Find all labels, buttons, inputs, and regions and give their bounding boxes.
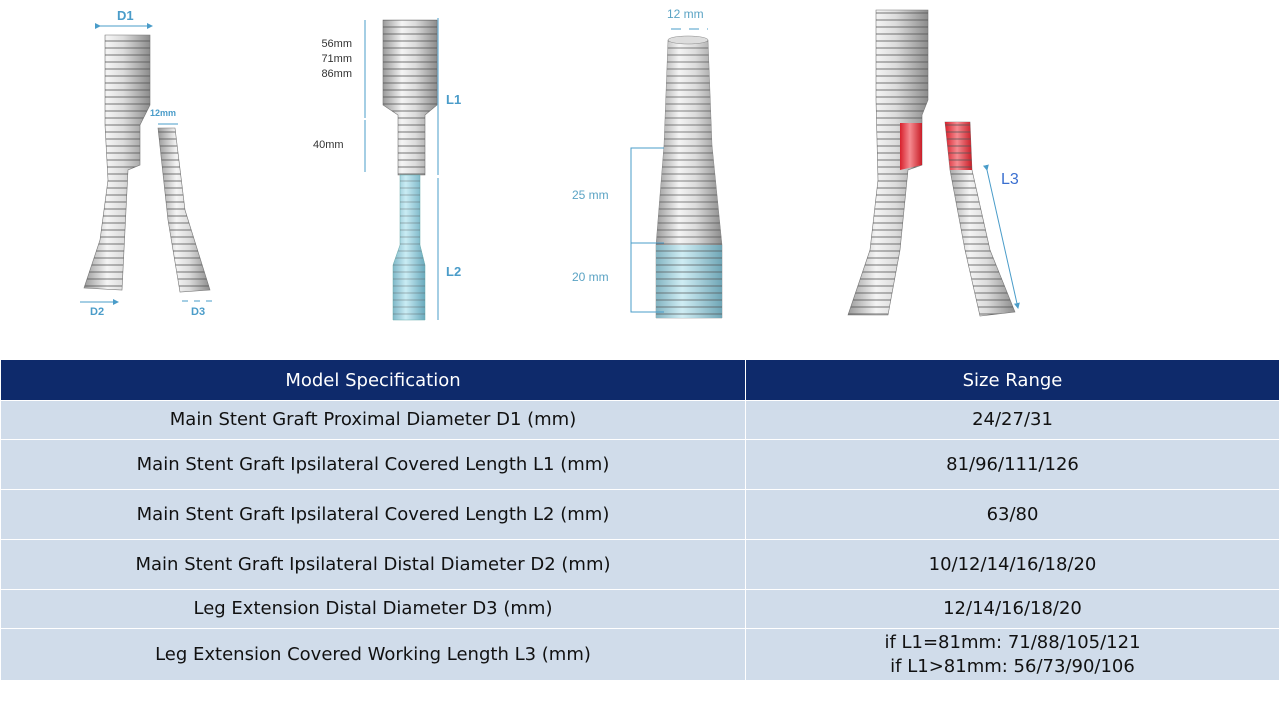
l1-label: L1 — [446, 92, 462, 107]
length-86: 86mm — [321, 68, 352, 80]
specification-table: Model Specification Size Range Main Sten… — [0, 359, 1280, 681]
spec-cell: Main Stent Graft Ipsilateral Covered Len… — [0, 489, 746, 540]
table-row: Leg Extension Covered Working Length L3 … — [0, 628, 1280, 681]
stent-graft-figures: D1 12mm D2 D3 56mm 71mm 86mm 40mm L1 L2 … — [0, 0, 1280, 355]
range-line-l1-over-81: if L1>81mm: 56/73/90/106 — [890, 655, 1135, 677]
range-cell: if L1=81mm: 71/88/105/121 if L1>81mm: 56… — [745, 628, 1280, 681]
figure-1-main-graft-and-leg — [80, 23, 215, 305]
column-header-range: Size Range — [745, 359, 1280, 401]
figure-3-tapered-leg — [630, 28, 723, 319]
d2-label: D2 — [90, 306, 105, 318]
column-header-spec: Model Specification — [0, 359, 746, 401]
range-cell: 81/96/111/126 — [745, 439, 1280, 490]
table-row: Main Stent Graft Proximal Diameter D1 (m… — [0, 400, 1280, 440]
table-row: Main Stent Graft Ipsilateral Covered Len… — [0, 439, 1280, 490]
length-20mm: 20 mm — [572, 270, 609, 284]
l2-label: L2 — [446, 264, 462, 279]
length-71: 71mm — [321, 53, 352, 65]
d3-label: D3 — [191, 306, 206, 318]
table-header-row: Model Specification Size Range — [0, 359, 1280, 401]
table-row: Main Stent Graft Ipsilateral Distal Diam… — [0, 539, 1280, 590]
stent-graft-illustrations — [80, 9, 1020, 321]
spec-cell: Main Stent Graft Ipsilateral Distal Diam… — [0, 539, 746, 590]
leg-top-diameter-label: 12mm — [150, 108, 177, 118]
range-cell: 10/12/14/16/18/20 — [745, 539, 1280, 590]
range-cell: 12/14/16/18/20 — [745, 589, 1280, 629]
spec-cell: Main Stent Graft Proximal Diameter D1 (m… — [0, 400, 746, 440]
spec-cell: Main Stent Graft Ipsilateral Covered Len… — [0, 439, 746, 490]
range-cell: 24/27/31 — [745, 400, 1280, 440]
figure-2-graft-lengths — [364, 18, 439, 321]
table-row: Leg Extension Distal Diameter D3 (mm) 12… — [0, 589, 1280, 629]
length-56: 56mm — [321, 38, 352, 50]
figure-4-overlap-highlight — [847, 9, 1020, 317]
table-row: Main Stent Graft Ipsilateral Covered Len… — [0, 489, 1280, 540]
range-cell: 63/80 — [745, 489, 1280, 540]
top-diameter-12mm: 12 mm — [667, 7, 704, 21]
range-line-l1-81: if L1=81mm: 71/88/105/121 — [884, 631, 1141, 653]
length-25mm: 25 mm — [572, 188, 609, 202]
main-body-lengths: 56mm 71mm 86mm — [300, 37, 352, 82]
d1-label: D1 — [117, 8, 134, 23]
spec-cell: Leg Extension Distal Diameter D3 (mm) — [0, 589, 746, 629]
spec-cell: Leg Extension Covered Working Length L3 … — [0, 628, 746, 681]
length-40: 40mm — [313, 139, 344, 151]
l3-label: L3 — [1001, 171, 1019, 188]
